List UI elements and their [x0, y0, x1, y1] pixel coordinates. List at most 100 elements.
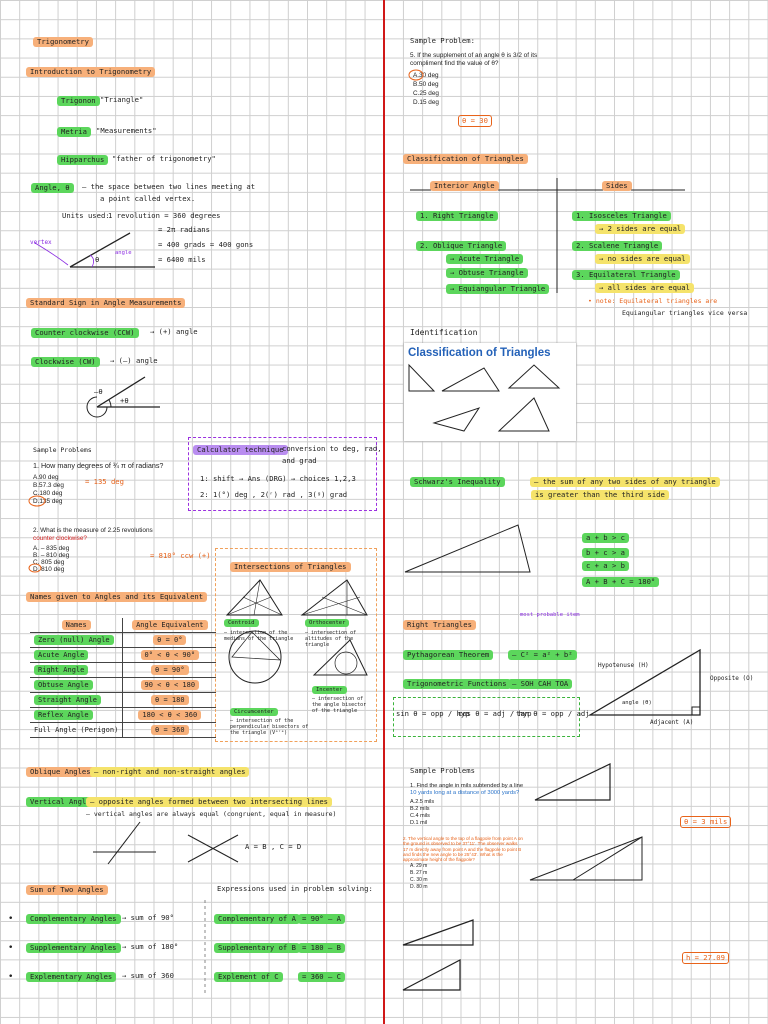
comp-label: Complementary Angles [26, 914, 121, 925]
term-trigonon: Trigonon [57, 96, 100, 107]
ccw-label: Counter clockwise (CCW) [31, 328, 139, 339]
cw-label: Clockwise (CW) [31, 357, 100, 368]
q5-choice-d: D.15 deg [413, 99, 439, 106]
expl-expr: Explement of C [214, 972, 283, 983]
q5-choice-c: C.25 deg [413, 90, 439, 97]
sign-angle-diagram [86, 376, 160, 418]
q1r-triangle [534, 763, 611, 801]
vertex-label: vertex [30, 239, 52, 246]
q1-work: = 135 deg [85, 477, 124, 486]
identification-heading: Identification [410, 328, 478, 337]
classification-banner: Classification of Triangles [404, 343, 576, 441]
pythagorean-label: Pythagorean Theorem [403, 650, 494, 661]
scalene-triangle: 2. Scalene Triangle [572, 241, 663, 252]
vertical-def: – opposite angles formed between two int… [86, 797, 332, 808]
isosceles-triangle: 1. Isosceles Triangle [572, 211, 671, 222]
acute-triangle: → Acute Triangle [446, 254, 524, 265]
q5-text-b: compliment find the value of θ? [410, 60, 499, 67]
comp-expr: Complementary of A [214, 914, 300, 925]
calc-technique-box [188, 437, 377, 511]
plus-theta: +θ [120, 396, 129, 405]
q2-choice-a: A. – 835 deg [33, 545, 70, 552]
vertical-angles-diagram [93, 821, 239, 865]
table-row: Full Angle (Perigon)θ = 360 [30, 722, 217, 738]
q2r-choice-a: A. 29 m [410, 863, 428, 869]
scalene-def: → no sides are equal [595, 254, 690, 265]
term-metria-def: "Measurements" [96, 126, 157, 135]
adjacent-label: Adjacent (A) [650, 719, 694, 726]
note-1: • note: Equilateral triangles are [588, 297, 718, 305]
bullet-supp: • [8, 943, 14, 953]
expressions-divider [204, 900, 206, 995]
q1r-text-b: 10 yards long at a distance of 3000 yard… [410, 790, 520, 796]
term-hipparchus: Hipparchus [57, 155, 109, 166]
unit-3: = 400 grads = 400 gons [158, 240, 254, 249]
q1-text: 1. How many degrees of ¾ π of radians? [33, 461, 164, 470]
calc-desc-2: and grad [282, 456, 317, 465]
table-head-names: Names [61, 620, 91, 630]
q2r-choice-d: D. 80 m [410, 884, 428, 890]
angle-def-1: – the space between two lines meeting at [82, 182, 256, 191]
names-heading: Names given to Angles and its Equivalent [26, 592, 208, 603]
right-triangle-diagram [587, 648, 701, 716]
center-divider [383, 0, 385, 1024]
q2-choice-c: C. 805 deg [33, 559, 65, 566]
angle-label: Angle, θ [31, 183, 74, 194]
comp-sum: → sum of 90° [122, 913, 174, 922]
solution-triangles [402, 919, 474, 991]
q2-answer-circle [28, 563, 42, 573]
q2-work: = 810° ccw (+) [150, 551, 211, 560]
unit-2: = 2π radians [158, 225, 210, 234]
sample-problem-heading: Sample Problem: [410, 36, 475, 45]
oblique-def: – non-right and non-straight angles [90, 767, 250, 778]
expressions-title: Expressions used in problem solving: [217, 884, 373, 893]
intersections-box [215, 548, 377, 742]
orthocenter-label: Orthocenter [305, 619, 350, 627]
expl-sum: → sum of 360 [122, 971, 174, 980]
sin-ratio: sin θ = opp / hyp [396, 709, 470, 718]
comp-expr-value: = 90° – A [298, 914, 345, 925]
calc-step-1: 1: shift → Ans (DRG) → choices 1,2,3 [200, 474, 356, 483]
q1r-choice-d: D.1 mil [410, 820, 428, 826]
sides-header: Sides [602, 181, 632, 192]
bullet-comp: • [8, 914, 14, 924]
sample-problems-left: Sample Problems [33, 446, 92, 454]
unit-4: = 6400 mils [158, 255, 206, 264]
sum-two-heading: Sum of Two Angles [26, 885, 108, 896]
q1r-choice-b: B.2 mils [410, 806, 430, 812]
q1-choice-d: D.135 deg [33, 498, 63, 505]
q5-answer-box: θ = 30 [458, 115, 492, 128]
minus-theta: –θ [94, 387, 103, 396]
ineq-1: a + b > c [582, 533, 629, 544]
angle-small-label: angle [115, 250, 132, 256]
q5-text: 5. If the supplement of an angle θ is 3/… [410, 52, 538, 59]
cw-sign: → (–) angle [110, 356, 158, 365]
q1r-choice-c: C.4 mils [410, 813, 430, 819]
banner-triangles [408, 363, 561, 432]
centroid-def: – intersection of the medians of the tri… [224, 630, 294, 642]
calc-step-2: 2: 1(°) deg , 2(ʳ) rad , 3(ᵍ) grad [200, 490, 348, 499]
std-sign-heading: Standard Sign in Angle Measurements [26, 298, 186, 309]
obtuse-triangle: → Obtuse Triangle [446, 268, 528, 279]
angle-theta-label: angle (θ) [622, 700, 652, 706]
hypotenuse-label: Hypotenuse (H) [598, 662, 649, 669]
schwarz-def-2: is greater than the third side [531, 490, 669, 501]
centroid-label: Centroid [224, 619, 259, 627]
isosceles-def: → 2 sides are equal [595, 224, 686, 235]
q2-choice-b: B. – 810 deg [33, 552, 70, 559]
vertex-angle-diagram [34, 232, 155, 268]
term-trigonon-def: "Triangle" [100, 95, 144, 104]
table-head-equivalent: Angle Equivalent [132, 620, 208, 630]
opposite-label: Opposite (O) [710, 675, 754, 682]
q2r-triangle [529, 836, 643, 881]
ineq-2: b + c > a [582, 548, 629, 559]
schwarz-triangle [404, 524, 531, 573]
orthocenter-def: – intersection of altitudes of the trian… [305, 630, 357, 648]
q2-text: 2. What is the measure of 2.25 revolutio… [33, 527, 153, 534]
intersections-title: Intersections of Triangles [230, 562, 351, 573]
